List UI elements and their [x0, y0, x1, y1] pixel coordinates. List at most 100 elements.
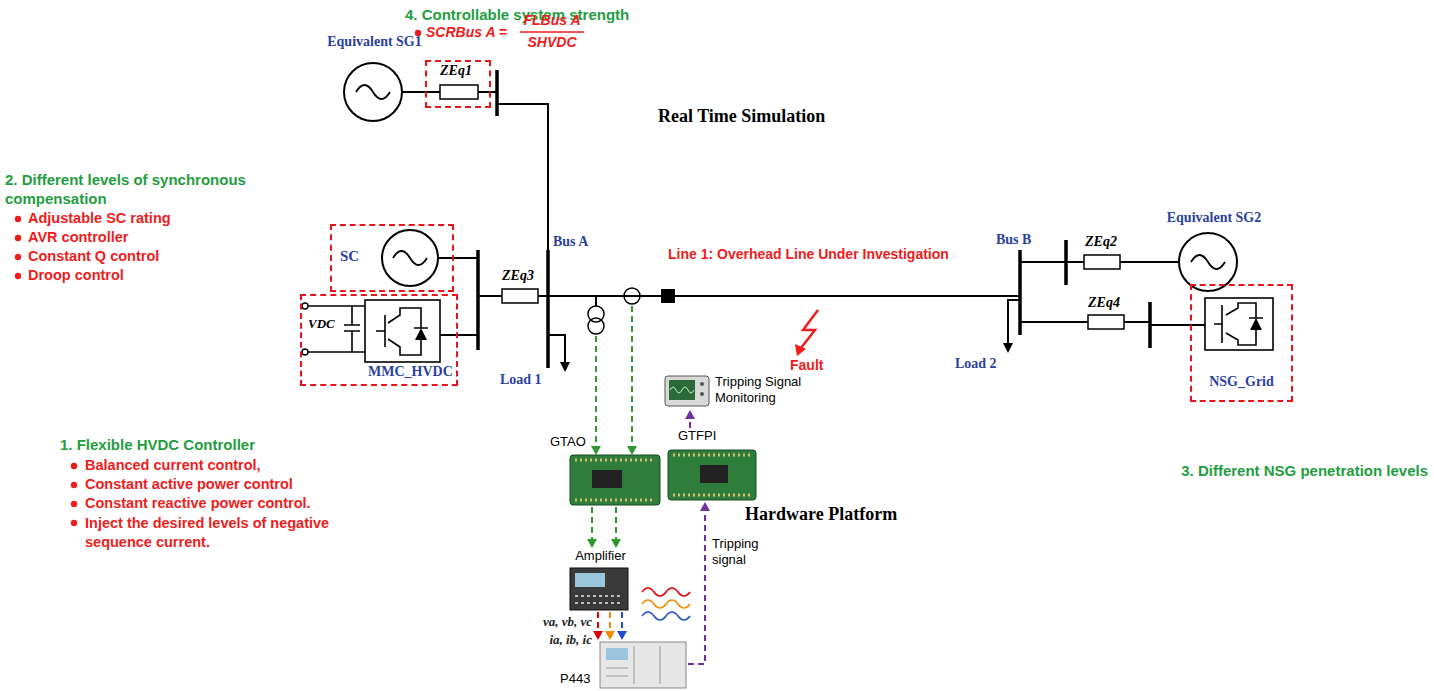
arrow-head [591, 446, 601, 455]
io-card [570, 455, 660, 505]
oscilloscope-node: Tripping Signal Monitoring [663, 372, 833, 410]
relay-panel [606, 646, 660, 684]
waveform [642, 588, 690, 596]
impedance-name: ZEq2 [1085, 234, 1117, 250]
amplifier-buttons [575, 596, 622, 603]
arrow-head [605, 631, 615, 640]
impedance-name: ZEq3 [502, 268, 534, 284]
node-text: VDC [308, 316, 335, 332]
formula-text: SCRBus A = [426, 24, 507, 40]
bullet [71, 463, 77, 469]
bullet [71, 520, 77, 526]
bus-name: Bus B [996, 232, 1031, 248]
connector-line [615, 507, 617, 539]
terminal [302, 303, 308, 309]
signal-connector [617, 612, 627, 640]
signal-connector [685, 410, 695, 428]
node-text: P443 [560, 671, 590, 686]
arrow-head [627, 446, 637, 455]
converter-box [365, 300, 440, 362]
load-name: Load 1 [500, 372, 542, 388]
bullet [71, 501, 77, 507]
fault-symbol [801, 310, 818, 348]
dc-link [308, 306, 365, 352]
bullet-item: AVR controller [28, 229, 128, 245]
node-text: SC [340, 248, 359, 265]
signal-connector [688, 502, 710, 664]
signal-name: ia, ib, ic [508, 632, 592, 648]
signal-connector [587, 507, 597, 548]
io-card [668, 450, 756, 500]
fault-label: Fault [790, 357, 823, 373]
node-text: GTAO [550, 434, 586, 449]
knob [700, 382, 704, 386]
node-text: ZEq1 [440, 63, 472, 79]
relay-device [600, 642, 686, 688]
signal-connector [611, 507, 621, 548]
arrow-head [617, 631, 627, 640]
bullet [15, 235, 21, 241]
card-pins [575, 460, 655, 500]
wire [402, 92, 1205, 362]
formula-numerator: FLBus A [520, 12, 584, 28]
waveform [642, 600, 690, 608]
bullet-item: Adjustable SC rating [28, 210, 171, 226]
amplifier-screen [575, 573, 605, 587]
synchronous-condenser-box: SC [330, 224, 454, 292]
igbt-symbol [376, 308, 428, 355]
converter-box [1205, 298, 1273, 350]
signal-connector [605, 612, 615, 640]
fraction-bar [520, 31, 584, 33]
node-text: Equivalent SG2 [1150, 210, 1278, 226]
connector-line [689, 419, 691, 428]
bullet-item: Constant reactive power control. [85, 495, 311, 511]
connector-line [688, 511, 705, 664]
impedance-symbol [502, 289, 538, 303]
area-heading: Hardware Platform [745, 504, 897, 525]
arrow-head [700, 502, 710, 511]
bus-bar [478, 70, 1150, 368]
bullet-item: Balanced current control, [85, 457, 261, 473]
section-heading: 2. Different levels of synchronous compe… [5, 170, 325, 208]
section-heading: 1. Flexible HVDC Controller [60, 436, 255, 453]
generator-node: Equivalent SG2 [1150, 210, 1278, 294]
section-heading: 3. Different NSG penetration levels [1181, 462, 1428, 479]
arrow-head [685, 410, 695, 419]
relay-node: P443 [560, 640, 688, 689]
line-name: Line 1: Overhead Line Under Investigatio… [668, 246, 949, 262]
load-arrow [1003, 343, 1013, 353]
connector-label: Tripping signal [712, 536, 774, 568]
chip [592, 470, 622, 488]
voltage-transformer [588, 318, 604, 334]
knob [700, 392, 704, 396]
impedance-symbol [1084, 255, 1120, 269]
card-pins [673, 455, 751, 495]
arrow-head [587, 539, 597, 548]
bullet [15, 254, 21, 260]
generator-symbol [1179, 233, 1237, 291]
sine-symbol [356, 85, 390, 99]
circuit-breaker [661, 289, 675, 303]
waveform [642, 612, 690, 620]
oscilloscope-trace [670, 387, 694, 393]
igbt-symbol [1214, 303, 1263, 345]
sine-symbol [1191, 255, 1225, 269]
signal-name: va, vb, vc [508, 614, 592, 630]
connector-line [591, 507, 593, 539]
generator-node: Equivalent SG1 [313, 34, 436, 122]
bus-name: Bus A [553, 234, 588, 250]
node-text: NSG_Grid [1192, 374, 1291, 390]
impedance-name: ZEq4 [1088, 295, 1120, 311]
arrow-head [611, 539, 621, 548]
formula-denominator: SHVDC [520, 34, 584, 50]
io-card-node: GTAO [548, 434, 662, 507]
generator-symbol [344, 63, 402, 121]
nsg-converter-box: NSG_Grid [1190, 284, 1293, 402]
node-text: Amplifier [560, 548, 641, 563]
arrow-head [593, 631, 603, 640]
amplifier-node: Amplifier [560, 548, 641, 612]
bullet [15, 216, 21, 222]
bullet-item: Droop control [28, 267, 124, 283]
